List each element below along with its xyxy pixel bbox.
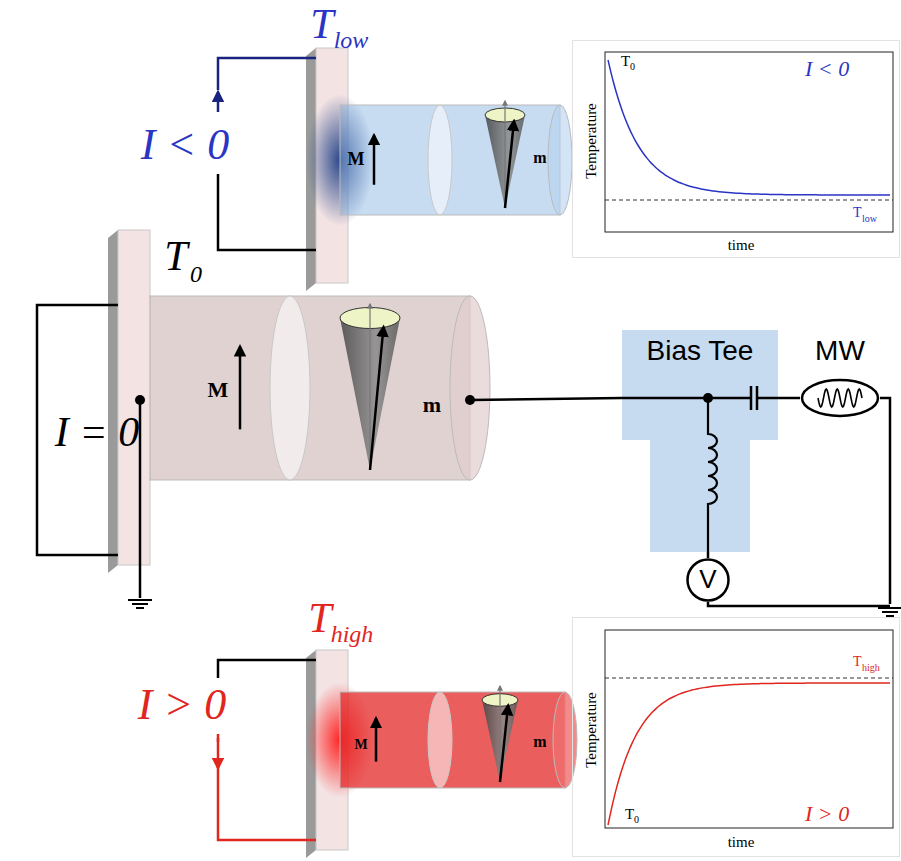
pillar-body [340,105,560,215]
asymptote-line [605,200,893,201]
spacer-layer [428,692,452,788]
contact-plate [118,230,150,565]
figure-label: I = 0 [55,409,139,455]
wire [470,398,622,400]
figure-label: T [310,1,333,47]
voltmeter: V [686,558,730,602]
node-text: Temperature [583,103,600,179]
plot-frame [605,630,893,828]
fixed-moment-arrow [373,135,376,185]
microwave-source: MW [800,378,880,418]
plate-side [108,230,118,573]
spin-valve-device [108,230,490,573]
wire [217,738,220,768]
wire [218,174,316,250]
node-text: T [621,53,630,70]
pillar-end [548,105,572,215]
node-text: I < 0 [805,57,849,81]
node-text: high [862,662,880,673]
plot-frame [605,52,893,232]
figure-label: low [334,27,369,53]
figure-label: high [331,621,374,647]
node-text: time [728,834,755,851]
spacer-layer [270,296,310,480]
figure-label: T [308,595,331,641]
node-text: low [862,213,877,224]
circuit-wire [707,552,710,558]
node-text: 0 [634,814,639,825]
temperature-plot: TemperaturetimeT0I > 0Thigh [572,617,900,857]
wire [708,602,890,606]
wire [218,766,316,840]
pillar-end [553,692,577,788]
node-text: V [699,565,716,594]
wire [218,660,316,678]
spin-valve-device [306,650,577,858]
pillar-body [340,692,565,788]
wire [880,398,890,604]
asymptote-line [605,678,893,679]
ground-symbol [878,608,901,616]
figure-label: m [533,733,546,751]
figure-label: T [164,233,187,279]
pillar-body [150,296,470,480]
inductor-symbol [708,398,717,552]
figure-label: I < 0 [141,121,229,169]
free-moment-arrow [370,327,384,470]
figure-label: I > 0 [138,681,226,729]
microwave-source-symbol [800,378,880,418]
spin-valve-device [306,48,572,291]
figure-label: M [348,150,365,170]
node-text: I > 0 [805,802,849,826]
node-text: T [853,205,862,220]
node-text: Bias Tee [647,336,754,367]
fixed-moment-arrow [239,347,242,430]
node-text: time [728,237,755,254]
figure-label: m [423,393,441,417]
figure-label: m [533,149,546,167]
node-text: T [853,654,862,669]
node-text: Temperature [583,692,600,768]
free-moment-arrow [505,121,514,208]
wire [218,58,316,90]
axis-arrow [369,304,370,470]
pillar-end [450,296,490,480]
wire [217,92,220,112]
node-text: MW [815,336,865,367]
bias-tee-box: Bias Tee [622,330,778,552]
circuit-wire [778,397,800,400]
node-text: T [625,806,634,823]
ground-symbol [128,600,152,608]
temperature-plot: TemperaturetimeT0I < 0Tlow [572,40,900,258]
fixed-moment-arrow [375,718,378,761]
spacer-layer [428,105,452,215]
figure-label: 0 [190,261,202,287]
figure-label: M [354,737,367,752]
node-text: 0 [630,61,635,72]
free-moment-arrow [500,705,508,782]
figure-label: M [208,378,229,402]
